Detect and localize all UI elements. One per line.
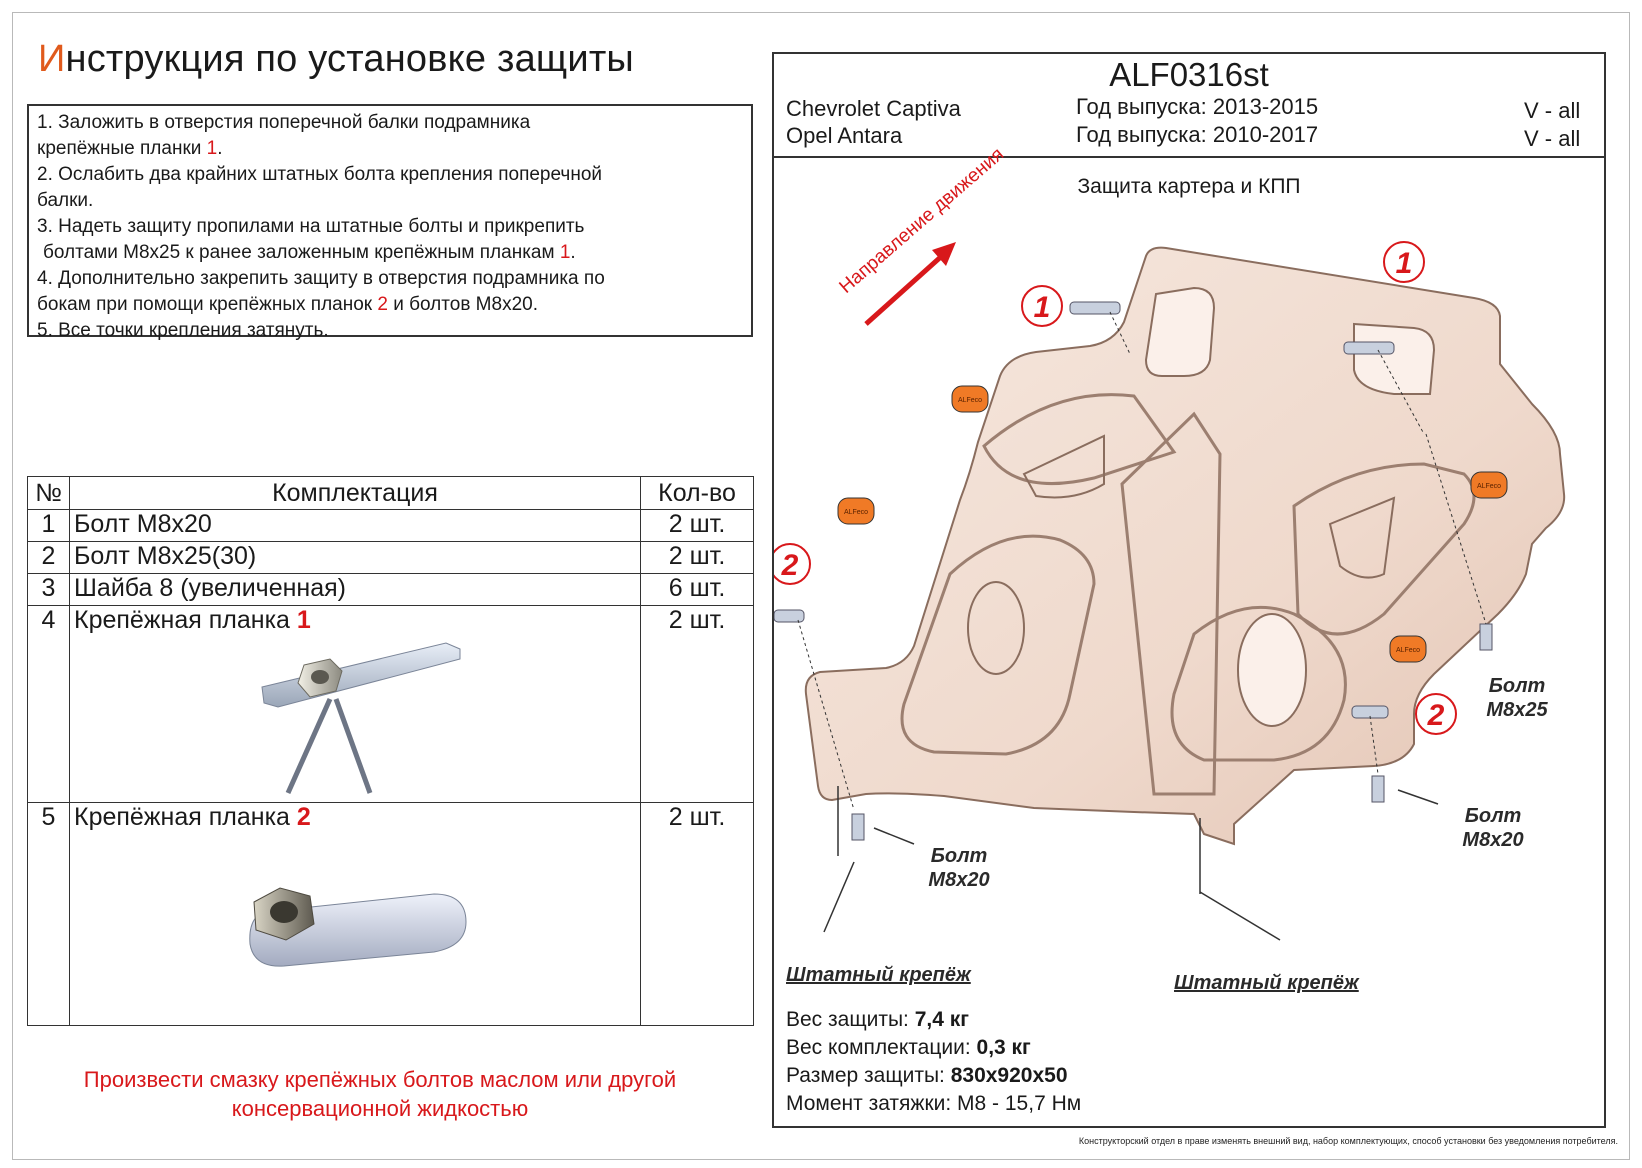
mounting-plate-1-image [261, 642, 461, 795]
svg-text:2: 2 [1427, 699, 1445, 732]
skid-plate-drawing: Направление движения ALFeco ALFeco ALFec… [774, 144, 1566, 941]
kit-header: № Комплектация Кол-во [27, 476, 754, 510]
svg-text:ALFeco: ALFeco [1477, 483, 1501, 490]
step-1a: 1. Заложить в отверстия поперечной балки… [37, 112, 531, 133]
step-2b: балки. [37, 190, 94, 211]
step-5: 5. Все точки крепления затянуть. [37, 320, 329, 341]
car-year: Год выпуска: 2013-2015 [1076, 94, 1319, 119]
spec-kit-weight: Вес комплектации: 0,3 кг [786, 1036, 1031, 1059]
kit-row: 2 Болт М8х25(30) 2 шт. [27, 541, 754, 574]
alfeco-badges: ALFeco ALFeco ALFeco ALFeco [837, 385, 1508, 663]
kit-item-name: Болт М8х20 [74, 510, 212, 538]
svg-text:ALFeco: ALFeco [844, 509, 868, 516]
label-standard-fastener-right: Штатный крепёж [1174, 972, 1359, 994]
kit-row: 5 Крепёжная планка 2 2 шт. [27, 802, 754, 1026]
product-header: ALF0316st Chevrolet Captiva Opel Antara … [774, 54, 1604, 158]
svg-text:ALFeco: ALFeco [1396, 647, 1420, 654]
kit-header-name: Комплектация [69, 476, 641, 510]
page-title: Инструкция по установке защиты [38, 38, 634, 80]
kit-row: 4 Крепёжная планка 1 2 шт. [27, 605, 754, 803]
direction-arrow: Направление движения [836, 144, 1008, 326]
callouts: 1 1 2 2 [774, 241, 1457, 735]
kit-header-num: № [27, 476, 70, 510]
lubrication-note: Произвести смазку крепёжных болтов масло… [83, 1067, 677, 1121]
svg-text:1: 1 [1396, 247, 1413, 280]
kit-item-name: Шайба 8 (увеличенная) [74, 574, 346, 602]
label-standard-fastener-left: Штатный крепёж [786, 964, 971, 986]
kit-item-name: Крепёжная планка 2 [74, 803, 311, 831]
stiffening-ribs [900, 393, 1476, 796]
product-subtitle: Защита картера и КПП [1077, 175, 1301, 198]
fastening-lines [797, 311, 1487, 811]
installation-steps: 1. Заложить в отверстия поперечной балки… [27, 104, 753, 341]
mounting-plate-2-image [249, 887, 467, 967]
cutouts [967, 434, 1396, 727]
step-2a: 2. Ослабить два крайних штатных болта кр… [37, 164, 602, 185]
spec-weight: Вес защиты: 7,4 кг [786, 1008, 970, 1031]
engine: V - all [1524, 126, 1581, 151]
spec-torque: Момент затяжки: М8 - 15,7 Нм [786, 1092, 1082, 1115]
svg-text:2: 2 [781, 549, 799, 582]
spec-size: Размер защиты: 830х920х50 [786, 1064, 1068, 1087]
kit-row: 3 Шайба 8 (увеличенная) 6 шт. [27, 573, 754, 606]
step-1b: крепёжные планки 1. [37, 138, 223, 159]
page-frame [12, 12, 1630, 1160]
fasteners [774, 301, 1493, 841]
step-4a: 4. Дополнительно закрепить защиту в отве… [37, 268, 605, 289]
car-model: Opel Antara [786, 123, 903, 148]
svg-text:1: 1 [1034, 291, 1051, 324]
step-4b: бокам при помощи крепёжных планок 2 и бо… [37, 294, 538, 315]
skid-plate-body [804, 246, 1566, 846]
leader-lines [823, 786, 1439, 941]
engine: V - all [1524, 98, 1581, 123]
product-panel: ALF0316st Chevrolet Captiva Opel Antara … [772, 52, 1606, 1128]
kit-header-qty: Кол-во [640, 476, 754, 510]
tunnel-notch-left [1144, 286, 1216, 377]
tunnel-notch-right [1353, 322, 1436, 395]
kit-table: № Комплектация Кол-во 1 Болт М8х20 2 шт.… [27, 476, 754, 1026]
disclaimer: Конструкторский отдел в праве изменять в… [1078, 1136, 1618, 1146]
product-specs: Вес защиты: 7,4 кг Вес комплектации: 0,3… [786, 1006, 1081, 1118]
kit-item-name: Болт М8х25(30) [74, 542, 257, 570]
kit-row: 1 Болт М8х20 2 шт. [27, 509, 754, 542]
product-code: ALF0316st [1109, 56, 1269, 93]
svg-text:ALFeco: ALFeco [958, 397, 982, 404]
car-year: Год выпуска: 2010-2017 [1076, 122, 1319, 147]
step-3b: болтами М8х25 к ранее заложенным крепёжн… [43, 242, 576, 263]
car-model: Chevrolet Captiva [786, 96, 961, 121]
kit-item-name: Крепёжная планка 1 [74, 606, 311, 634]
step-3a: 3. Надеть защиту пропилами на штатные бо… [37, 216, 585, 237]
